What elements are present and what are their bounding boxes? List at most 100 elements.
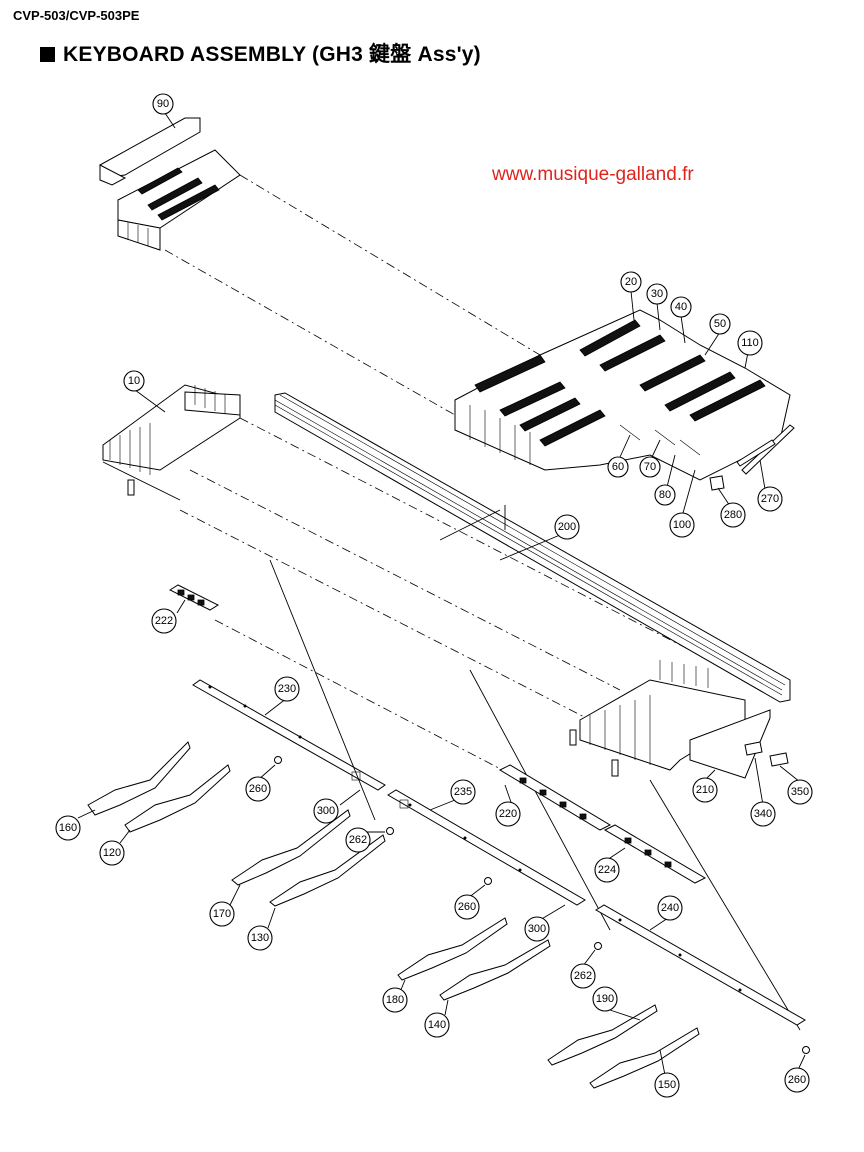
svg-text:120: 120 bbox=[103, 847, 121, 859]
callout-170: 170 bbox=[209, 901, 235, 927]
svg-text:170: 170 bbox=[213, 908, 231, 920]
key-set-90 bbox=[99, 117, 241, 251]
svg-text:40: 40 bbox=[675, 301, 687, 313]
callout-120: 120 bbox=[99, 840, 125, 866]
board-240 bbox=[595, 904, 806, 1026]
svg-text:224: 224 bbox=[598, 864, 616, 876]
callout-150: 150 bbox=[654, 1072, 680, 1098]
callout-220: 220 bbox=[495, 801, 521, 827]
svg-text:235: 235 bbox=[454, 786, 472, 798]
svg-text:160: 160 bbox=[59, 822, 77, 834]
callout-222: 222 bbox=[151, 608, 177, 634]
part-340 bbox=[744, 741, 763, 756]
callout-235: 235 bbox=[450, 779, 476, 805]
svg-text:100: 100 bbox=[673, 519, 691, 531]
guide-line bbox=[164, 249, 456, 416]
svg-text:230: 230 bbox=[278, 683, 296, 695]
svg-text:180: 180 bbox=[386, 994, 404, 1006]
callout-262-a: 262 bbox=[345, 827, 371, 853]
svg-text:50: 50 bbox=[714, 318, 726, 330]
callout-200: 200 bbox=[554, 514, 580, 540]
svg-text:210: 210 bbox=[696, 784, 714, 796]
rail-200 bbox=[274, 392, 791, 703]
callout-300-b: 300 bbox=[524, 916, 550, 942]
callout-224: 224 bbox=[594, 857, 620, 883]
svg-text:70: 70 bbox=[644, 461, 656, 473]
callout-350: 350 bbox=[787, 779, 813, 805]
callout-190: 190 bbox=[592, 986, 618, 1012]
page-title: KEYBOARD ASSEMBLY (GH3 鍵盤 Ass'y) bbox=[40, 38, 481, 68]
svg-text:130: 130 bbox=[251, 932, 269, 944]
cable-line bbox=[469, 669, 611, 931]
hammer-parts bbox=[87, 741, 700, 1089]
svg-text:300: 300 bbox=[317, 805, 335, 817]
guide-line bbox=[239, 417, 691, 651]
svg-text:140: 140 bbox=[428, 1019, 446, 1031]
svg-text:262: 262 bbox=[574, 970, 592, 982]
callout-300-a: 300 bbox=[313, 798, 339, 824]
guide-line bbox=[239, 174, 541, 356]
frame-right bbox=[569, 660, 789, 779]
callout-270: 270 bbox=[757, 486, 783, 512]
svg-text:60: 60 bbox=[612, 461, 624, 473]
callout-80: 80 bbox=[654, 484, 676, 506]
svg-text:350: 350 bbox=[791, 786, 809, 798]
callout-20: 20 bbox=[620, 271, 642, 293]
svg-text:90: 90 bbox=[157, 98, 169, 110]
svg-text:240: 240 bbox=[661, 902, 679, 914]
square-bullet-icon bbox=[40, 47, 55, 62]
cable-line bbox=[269, 559, 376, 821]
svg-text:280: 280 bbox=[724, 509, 742, 521]
svg-text:30: 30 bbox=[651, 288, 663, 300]
callout-110: 110 bbox=[737, 330, 763, 356]
guide-line bbox=[179, 509, 601, 726]
callout-210: 210 bbox=[692, 777, 718, 803]
frame-left-10 bbox=[102, 384, 241, 501]
callout-130: 130 bbox=[247, 925, 273, 951]
pcb-224 bbox=[603, 824, 707, 884]
pcb-222 bbox=[168, 584, 220, 611]
svg-text:260: 260 bbox=[788, 1074, 806, 1086]
svg-text:260: 260 bbox=[458, 901, 476, 913]
callout-40: 40 bbox=[670, 296, 692, 318]
callout-60: 60 bbox=[607, 456, 629, 478]
watermark-link[interactable]: www.musique-galland.fr bbox=[492, 164, 694, 185]
svg-text:220: 220 bbox=[499, 808, 517, 820]
svg-text:10: 10 bbox=[128, 375, 140, 387]
svg-text:340: 340 bbox=[754, 808, 772, 820]
callout-180: 180 bbox=[382, 987, 408, 1013]
screw-icons bbox=[274, 756, 810, 1054]
callout-140: 140 bbox=[424, 1012, 450, 1038]
callout-262-b: 262 bbox=[570, 963, 596, 989]
callout-160: 160 bbox=[55, 815, 81, 841]
callout-280: 280 bbox=[720, 502, 746, 528]
callout-240: 240 bbox=[657, 895, 683, 921]
callout-100: 100 bbox=[669, 512, 695, 538]
svg-text:150: 150 bbox=[658, 1079, 676, 1091]
callout-10: 10 bbox=[123, 370, 145, 392]
svg-text:262: 262 bbox=[349, 834, 367, 846]
callout-30: 30 bbox=[646, 283, 668, 305]
callout-340: 340 bbox=[750, 801, 776, 827]
svg-text:222: 222 bbox=[155, 615, 173, 627]
model-header: CVP-503/CVP-503PE bbox=[13, 8, 140, 23]
board-235 bbox=[387, 789, 586, 906]
svg-text:260: 260 bbox=[249, 783, 267, 795]
svg-text:270: 270 bbox=[761, 493, 779, 505]
svg-text:20: 20 bbox=[625, 276, 637, 288]
pcb-220 bbox=[498, 764, 612, 831]
guide-line bbox=[189, 469, 621, 691]
callout-260-a: 260 bbox=[245, 776, 271, 802]
callout-260-c: 260 bbox=[784, 1067, 810, 1093]
board-230 bbox=[192, 679, 386, 791]
part-350 bbox=[769, 752, 789, 767]
svg-text:300: 300 bbox=[528, 923, 546, 935]
svg-text:110: 110 bbox=[741, 337, 759, 349]
callout-230: 230 bbox=[274, 676, 300, 702]
small-part-280 bbox=[709, 475, 725, 491]
callout-90: 90 bbox=[152, 93, 174, 115]
callout-70: 70 bbox=[639, 456, 661, 478]
cable-line bbox=[649, 779, 801, 1031]
title-text: KEYBOARD ASSEMBLY (GH3 鍵盤 Ass'y) bbox=[63, 43, 481, 66]
